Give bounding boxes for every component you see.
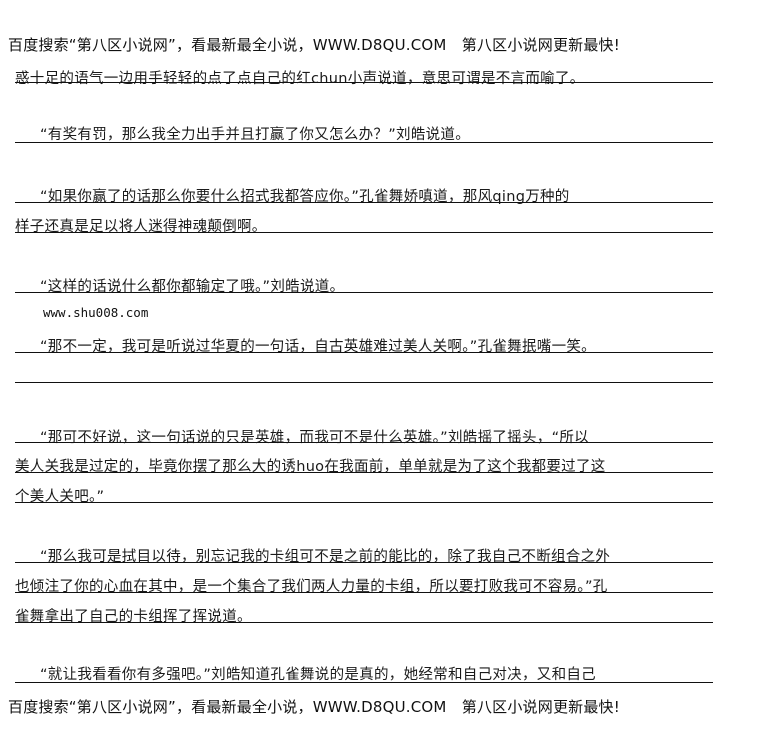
text-line: 个美人关吧。” xyxy=(15,489,105,505)
watermark-url: www.shu008.com xyxy=(43,305,149,320)
text-line: 样子还真是足以将人迷得神魂颠倒啊。 xyxy=(15,219,267,235)
underline xyxy=(15,622,713,623)
underline xyxy=(15,442,713,443)
text-line: 也倾注了你的心血在其中，是一个集合了我们两人力量的卡组，所以要打败我可不容易。”… xyxy=(15,579,608,595)
text-line: “如果你赢了的话那么你要什么招式我都答应你。”孔雀舞娇嗔道，那风qing万种的 xyxy=(40,189,570,205)
text-line: “这样的话说什么都你都输定了哦。”刘皓说道。 xyxy=(40,279,345,295)
underline xyxy=(15,202,713,203)
underline xyxy=(15,232,713,233)
text-line: “那不一定，我可是听说过华夏的一句话，自古英雄难过美人关啊。”孔雀舞抿嘴一笑。 xyxy=(40,339,596,355)
underline xyxy=(15,382,713,383)
text-line: 美人关我是过定的，毕竟你摆了那么大的诱huo在我面前，单单就是为了这个我都要过了… xyxy=(15,459,606,475)
underline xyxy=(15,142,713,143)
underline xyxy=(15,682,713,683)
underline xyxy=(15,82,713,83)
text-line: “那可不好说，这一句话说的只是英雄，而我可不是什么英雄。”刘皓摇了摇头，“所以 xyxy=(40,430,589,446)
underline xyxy=(15,592,713,593)
header-banner: 百度搜索“第八区小说网”，看最新最全小说，WWW.D8QU.COM 第八区小说网… xyxy=(8,36,620,54)
underline xyxy=(15,502,713,503)
underline xyxy=(15,352,713,353)
text-line: 惑十足的语气一边用手轻轻的点了点自己的红chun小声说道，意思可谓是不言而喻了。 xyxy=(15,71,585,87)
text-line: “有奖有罚，那么我全力出手并且打赢了你又怎么办？”刘皓说道。 xyxy=(40,127,471,143)
footer-banner: 百度搜索“第八区小说网”，看最新最全小说，WWW.D8QU.COM 第八区小说网… xyxy=(8,698,620,716)
text-line: “就让我看看你有多强吧。”刘皓知道孔雀舞说的是真的，她经常和自己对决，又和自己 xyxy=(40,667,596,683)
text-line: “那么我可是拭目以待，别忘记我的卡组可不是之前的能比的，除了我自己不断组合之外 xyxy=(40,549,611,565)
underline xyxy=(15,472,713,473)
underline xyxy=(15,562,713,563)
text-line: 雀舞拿出了自己的卡组挥了挥说道。 xyxy=(15,609,252,625)
underline xyxy=(15,292,713,293)
